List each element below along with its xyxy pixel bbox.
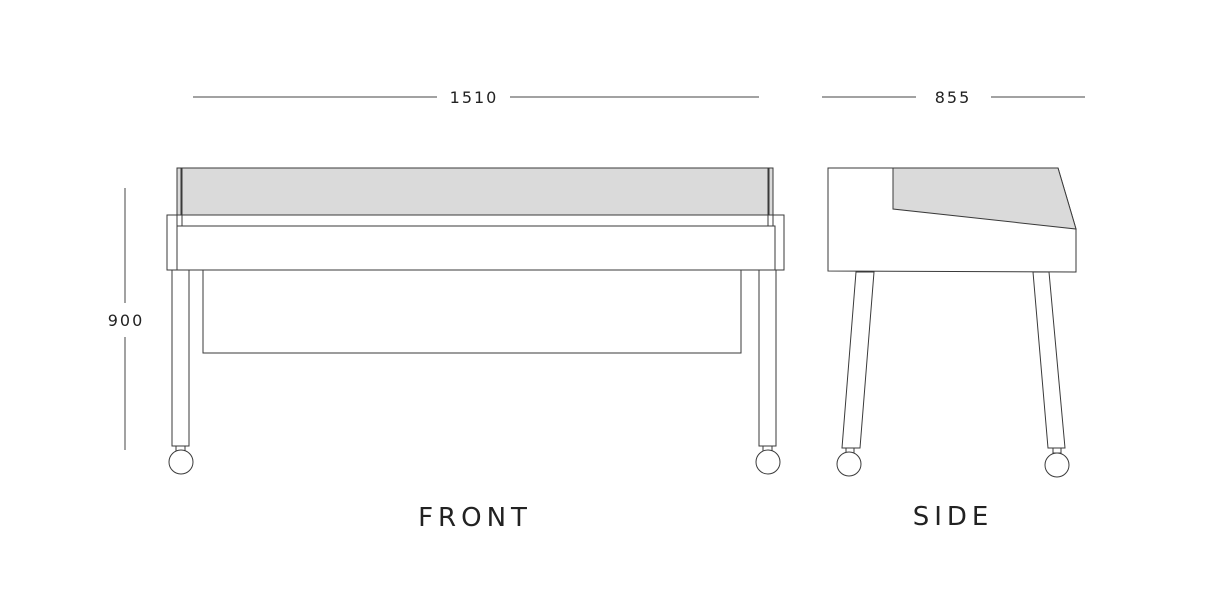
height-label: 900	[108, 311, 145, 330]
width-label: 1510	[450, 88, 499, 107]
width-dimension: 1510	[193, 88, 759, 107]
front-view-label: FRONT	[418, 503, 532, 533]
front-frame-rail	[176, 225, 776, 271]
front-leg-right	[758, 269, 777, 447]
caster-wheel-left	[168, 449, 194, 475]
front-leg-left	[171, 269, 190, 447]
side-panel	[892, 167, 1077, 230]
side-caster-mount-back	[1052, 447, 1062, 454]
right-post	[767, 167, 774, 227]
height-dimension: 900	[108, 188, 145, 450]
side-view-label: SIDE	[913, 502, 994, 532]
caster-wheel-right	[755, 449, 781, 475]
side-leg-back	[1032, 271, 1066, 449]
front-view: FRONT	[166, 167, 785, 533]
side-caster-wheel-front	[836, 451, 862, 477]
depth-label: 855	[935, 88, 972, 107]
side-leg-front	[841, 271, 875, 449]
side-caster-wheel-back	[1044, 452, 1070, 478]
side-view: SIDE	[827, 167, 1077, 532]
depth-dimension: 855	[822, 88, 1085, 107]
front-panel	[176, 167, 774, 217]
front-apron	[202, 269, 742, 354]
left-post	[176, 167, 183, 227]
